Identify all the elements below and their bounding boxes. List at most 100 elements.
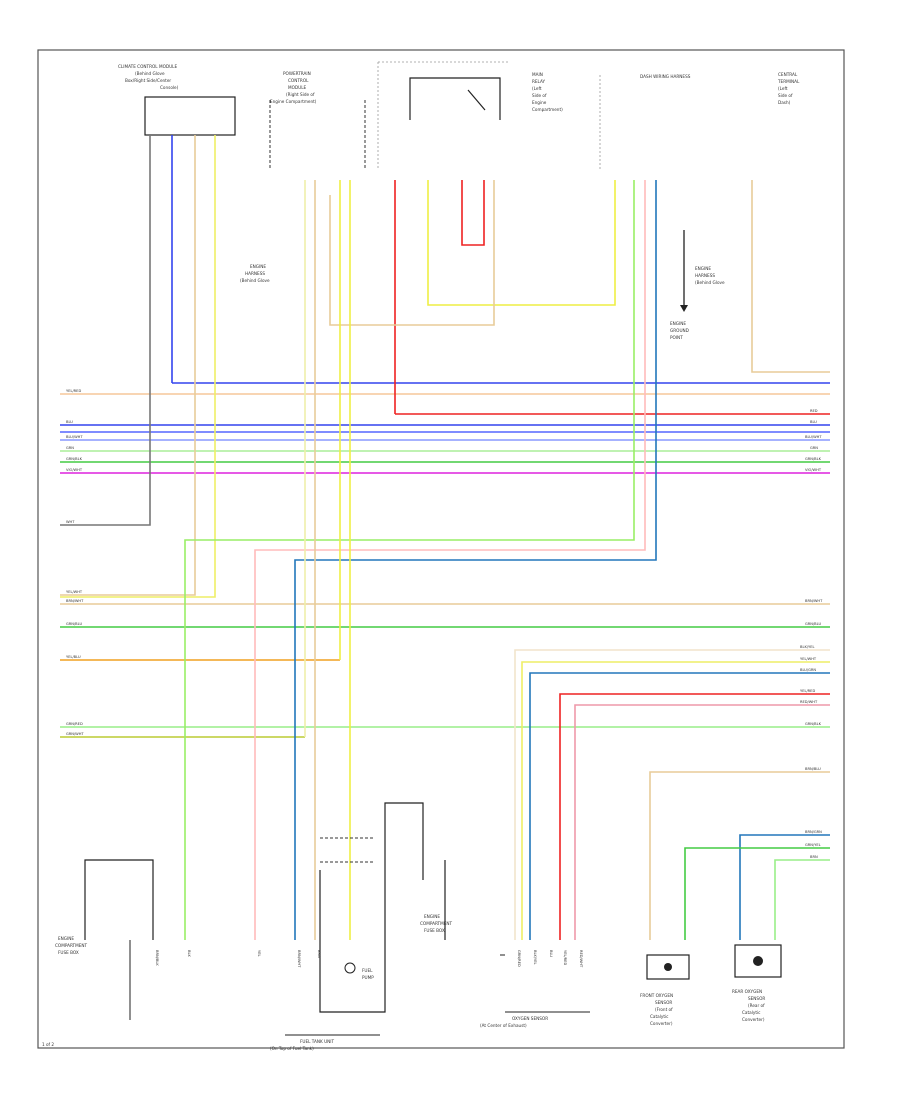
left-label-3: GRN <box>66 446 74 450</box>
relay-label-5: Compartment) <box>532 107 563 112</box>
bottom-label-0: BRN/BLK <box>155 950 159 966</box>
fuel-pump-motor-icon <box>344 962 356 974</box>
bottom-label-4: BRN/WHT <box>297 950 301 968</box>
rear-o2-box <box>734 944 782 978</box>
front-o2-box <box>646 954 690 980</box>
left-label-10: YEL/BLU <box>66 655 81 659</box>
relay-switch-icon <box>467 89 486 111</box>
relay-label-1: RELAY <box>532 79 546 84</box>
rear-o2-sensor: REAR OXYGEN SENSOR (Rear of Catalytic Co… <box>732 944 782 1022</box>
wire-pink-1 <box>254 180 646 940</box>
right-label-14: BRN/BLU <box>805 767 821 771</box>
pcm-label-3: (Right Side of <box>286 92 315 97</box>
central-terminal-2: (Left <box>778 86 788 91</box>
wire-tan-right <box>751 180 830 373</box>
ecl-frame <box>84 859 154 940</box>
central-terminal-3: Side of <box>778 93 793 98</box>
wire-gray-module <box>60 135 151 526</box>
horizontal-wires <box>60 382 830 738</box>
right-label-16: GRN/YEL <box>805 843 821 847</box>
wire-os-yel <box>521 661 830 940</box>
fuel-tank-unit: FUEL PUMP FUEL TANK UNIT (On Top of Fuel… <box>270 802 424 1051</box>
relay-label-0: MAIN <box>532 72 543 77</box>
rear-o2-2: (Rear of <box>748 1003 765 1008</box>
wire-o2-lgrn <box>774 859 830 940</box>
relay-coil-frame <box>409 77 501 120</box>
engine-harness-block: ENGINE HARNESS (Behind Glove ENGINE GROU… <box>240 230 725 340</box>
left-label-7: YEL/WHT <box>66 590 83 594</box>
fuel-pump-0: FUEL <box>362 968 373 973</box>
dash-harness-header: DASH WIRING HARNESS CENTRAL TERMINAL (Le… <box>599 72 800 170</box>
climate-control-module: CLIMATE CONTROL MODULE (Behind Glove Box… <box>118 64 236 136</box>
wire-os-red <box>559 693 830 940</box>
left-label-11: GRN/RED <box>66 722 83 726</box>
bottom-label-9: RED/WHT <box>579 950 583 968</box>
right-label-2: BLU/WHT <box>805 435 822 439</box>
rear-o2-1: SENSOR <box>748 996 765 1001</box>
wire-grn-1 <box>184 180 635 940</box>
front-o2-4: Converter) <box>650 1021 673 1026</box>
rear-o2-sensor-icon <box>753 956 763 966</box>
relay-label-2: (Left <box>532 86 542 91</box>
climate-module-label-3: Console) <box>160 85 179 90</box>
wire-yel-relay <box>427 180 616 306</box>
front-o2-sensor-icon <box>664 963 672 971</box>
engine-harness-0: ENGINE <box>250 264 266 269</box>
climate-module-label-1: (Behind Glove <box>135 71 165 76</box>
wire-red-relay-small <box>461 180 485 246</box>
fuel-caption-1: (On Top of Fuel Tank) <box>270 1046 314 1051</box>
ground-arrow-icon <box>680 305 688 312</box>
ecr-1: COMPARTMENT <box>420 921 453 926</box>
ground-0: ENGINE <box>670 321 686 326</box>
bottom-label-1: BLK <box>187 950 191 957</box>
engine-harness-r-1: HARNESS <box>695 273 715 278</box>
right-label-0: RED <box>810 409 818 413</box>
right-label-11: YEL/RED <box>800 689 815 693</box>
right-label-13: GRN/BLK <box>805 722 822 726</box>
wire-tan-module <box>60 135 196 596</box>
right-label-7: GRN/BLU <box>805 622 821 626</box>
left-label-6: WHT <box>66 520 75 524</box>
right-label-12: RED/WHT <box>800 700 818 704</box>
oxygen-sensor-block: OXYGEN SENSOR (At Center of Exhaust) <box>480 954 590 1028</box>
bottom-label-7: BLU <box>549 950 553 957</box>
right-label-10: BLU/GRN <box>800 668 816 672</box>
fuel-tank-frame <box>384 802 424 880</box>
engine-harness-r-2: (Behind Glove <box>695 280 725 285</box>
left-label-9: GRN/BLU <box>66 622 82 626</box>
right-label-5: VIO/WHT <box>805 468 822 472</box>
climate-module-label-2: Box/Right Side/Center <box>125 78 171 83</box>
bottom-label-3: BRN <box>317 950 321 958</box>
right-label-8: BLK/YEL <box>800 645 815 649</box>
left-label-5: VIO/WHT <box>66 468 83 472</box>
diagram-frame <box>37 49 845 1049</box>
rear-o2-3: Catalytic <box>742 1010 761 1015</box>
left-label-2: BLU/WHT <box>66 435 83 439</box>
front-o2-sensor: FRONT OXYGEN SENSOR (Front of Catalytic … <box>640 954 690 1026</box>
central-terminal-1: TERMINAL <box>777 79 800 84</box>
wire-o2-teal <box>739 834 830 940</box>
wire-teal-1 <box>294 180 657 940</box>
bottom-label-8: YEL/RED <box>563 950 567 965</box>
front-o2-2: (Front of <box>655 1007 673 1012</box>
right-labels: RED BLU BLU/WHT GRN GRN/BLK VIO/WHT BRN/… <box>800 409 823 859</box>
engine-compartment-right: ENGINE COMPARTMENT FUSE BOX <box>420 860 453 940</box>
central-terminal-4: Dash) <box>778 100 791 105</box>
ecr-2: FUSE BOX <box>424 928 445 933</box>
powertrain-control-module: POWERTRAIN CONTROL MODULE (Right Side of… <box>269 71 366 170</box>
front-o2-1: SENSOR <box>655 1000 672 1005</box>
fuel-pump-1: PUMP <box>362 975 374 980</box>
pcm-label-4: Engine Compartment) <box>270 99 317 104</box>
wire-os-pink <box>574 704 830 940</box>
fuel-pump-box <box>319 870 386 1013</box>
left-labels: YEL/RED BLU BLU/WHT GRN GRN/BLK VIO/WHT … <box>66 389 84 736</box>
module-box <box>144 96 236 136</box>
main-relay: MAIN RELAY (Left Side of Engine Compartm… <box>377 61 563 170</box>
wire-yel-module <box>60 135 216 598</box>
engine-harness-1: HARNESS <box>245 271 265 276</box>
pcm-label-0: POWERTRAIN <box>283 71 311 76</box>
rear-o2-4: Converter) <box>742 1017 765 1022</box>
ground-2: POINT <box>670 335 683 340</box>
bottom-labels: BRN/BLK BLK YEL BRN BRN/WHT GRN/RED BLK/… <box>155 950 583 968</box>
